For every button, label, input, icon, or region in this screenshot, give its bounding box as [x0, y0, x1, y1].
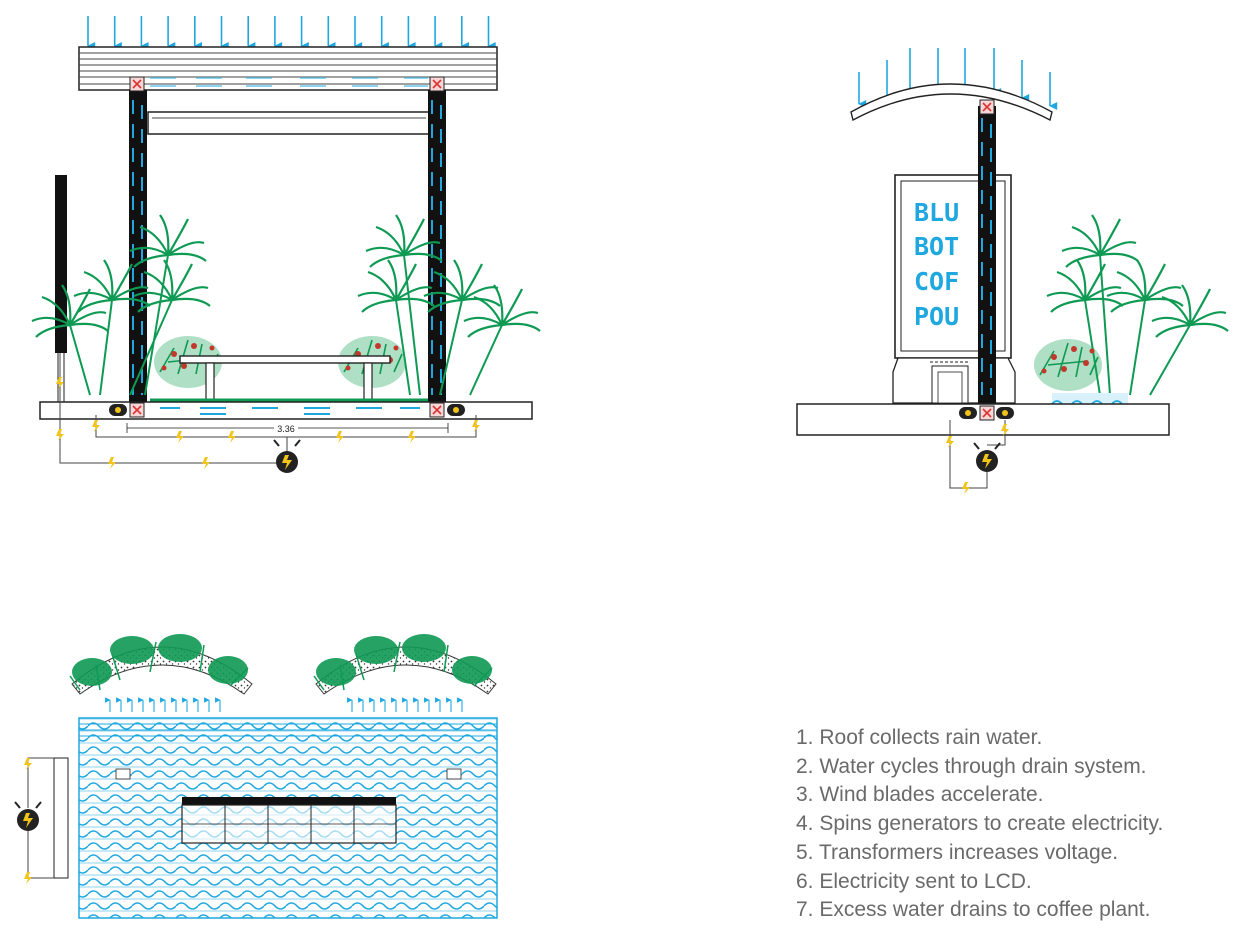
sign-line: BLU	[914, 198, 959, 227]
front-column-left	[129, 90, 147, 405]
palm-plant-icon	[30, 213, 212, 396]
front-roof	[78, 46, 498, 91]
lightning-icon	[56, 377, 480, 469]
plan-wiring	[14, 757, 69, 884]
side-column	[978, 99, 996, 404]
generator-icon	[996, 407, 1014, 419]
side-roof	[850, 83, 1053, 122]
valve-icon	[979, 99, 995, 115]
sign-line: COF	[914, 267, 959, 296]
generator-icon	[959, 407, 977, 419]
valve-icon	[446, 768, 462, 780]
valve-icon	[979, 405, 995, 421]
valve-icon	[429, 76, 445, 92]
rain-arrows	[858, 48, 1058, 110]
generator-icon	[109, 404, 127, 416]
step-item: 1. Roof collects rain water.	[796, 726, 1043, 749]
step-item: 3. Wind blades accelerate.	[796, 783, 1044, 807]
generator-icon	[447, 404, 465, 416]
transformer-icon	[14, 801, 42, 831]
valve-icon	[129, 76, 145, 92]
step-item: 5. Transformers increases voltage.	[796, 840, 1119, 864]
transformer-icon	[273, 439, 301, 473]
side-view: BLU BOT COF POU	[796, 48, 1230, 494]
front-column-right	[428, 90, 446, 405]
rain-arrows	[105, 697, 463, 712]
sign-line: BOT	[914, 232, 959, 261]
front-beam	[147, 111, 431, 135]
valve-icon	[129, 402, 145, 418]
valve-icon	[429, 402, 445, 418]
valve-icon	[115, 768, 131, 780]
planter-arc-right	[313, 634, 497, 695]
transformer-icon	[973, 442, 1001, 472]
front-bench	[150, 355, 428, 402]
rain-arrows	[87, 16, 496, 50]
dimension-label: 3.36	[277, 424, 295, 434]
flower-shrub-icon	[1033, 338, 1103, 392]
step-item: 4. Spins generators to create electricit…	[796, 812, 1164, 836]
step-item: 7. Excess water drains to coffee plant.	[796, 898, 1151, 922]
front-dimension: 3.36	[126, 423, 449, 434]
planter-arc-left	[69, 634, 253, 695]
sign-line: POU	[914, 302, 959, 331]
front-base	[39, 401, 533, 420]
front-view: 3.36	[30, 16, 542, 473]
lightning-icon	[24, 872, 32, 884]
palm-plant-icon	[356, 213, 542, 396]
steps-list: 1. Roof collects rain water. 2. Water cy…	[796, 724, 1163, 925]
side-base	[796, 403, 1170, 436]
plan-bench	[181, 797, 397, 844]
plan-view	[14, 634, 498, 919]
lcd-sign: BLU BOT COF POU	[892, 174, 1016, 404]
step-item: 6. Electricity sent to LCD.	[796, 869, 1032, 893]
step-item: 2. Water cycles through drain system.	[796, 754, 1147, 778]
